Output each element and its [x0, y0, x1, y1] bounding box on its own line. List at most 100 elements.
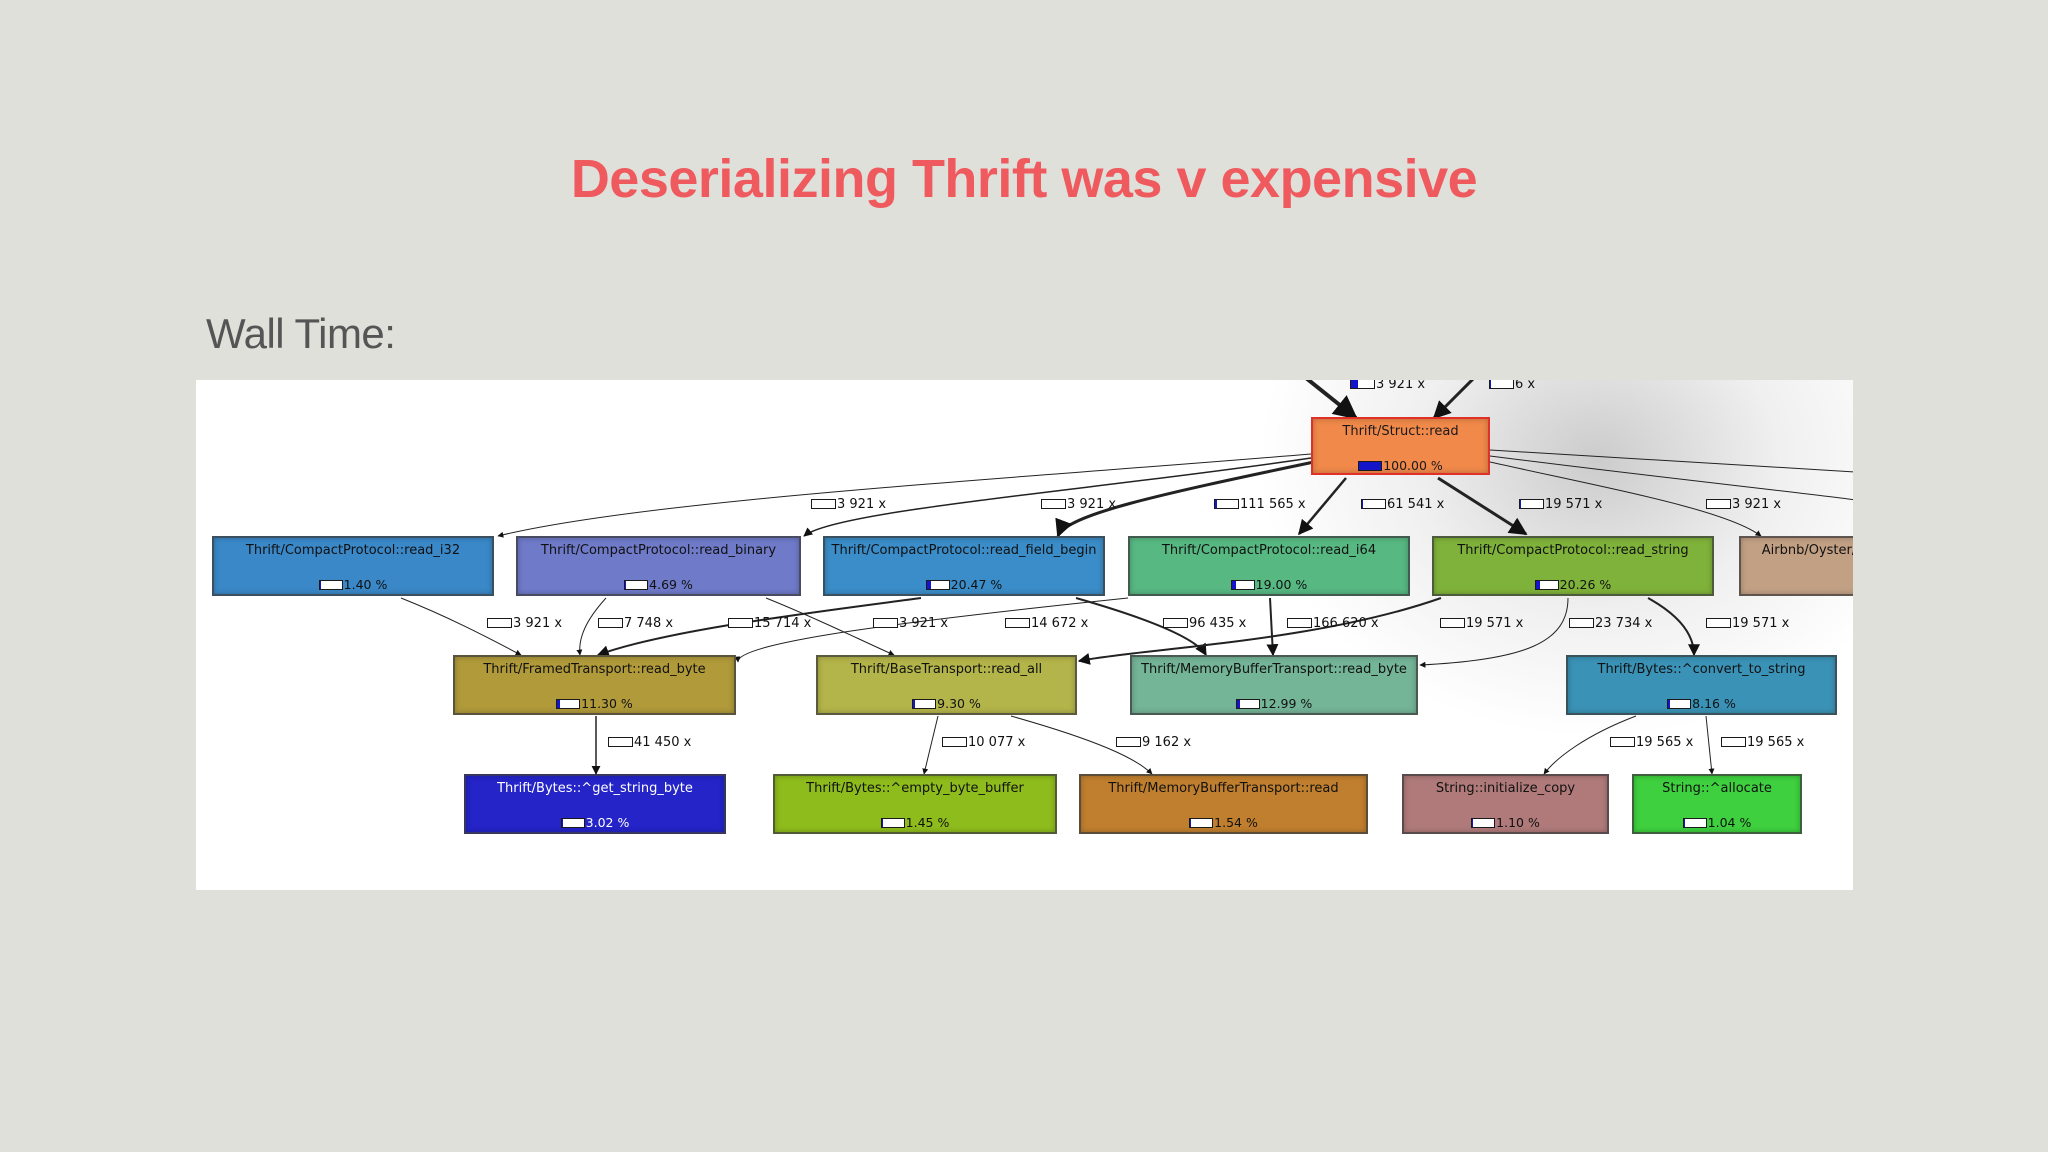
ratio-bar — [811, 498, 836, 509]
node-percent-value: 1.10 % — [1496, 815, 1540, 830]
edge-call-count: 3 921 x — [873, 616, 948, 631]
node-percent-value: 8.16 % — [1692, 696, 1736, 711]
edge-call-count: 61 541 x — [1361, 497, 1444, 512]
edge-call-count-value: 19 571 x — [1732, 616, 1790, 631]
edge-call-count-value: 111 565 x — [1240, 497, 1306, 512]
graph-node-oyster[interactable]: Airbnb/Oyster/ — [1739, 536, 1853, 596]
edge-call-count-value: 19 565 x — [1636, 735, 1694, 750]
node-name: Thrift/Bytes::^get_string_byte — [497, 781, 693, 796]
ratio-bar — [880, 817, 905, 828]
node-percent-value: 11.30 % — [581, 696, 633, 711]
edge-call-count: 19 571 x — [1440, 616, 1523, 631]
node-percent-value: 1.54 % — [1214, 815, 1258, 830]
edge-i64-framed — [734, 597, 1129, 663]
node-percent-value: 100.00 % — [1383, 458, 1443, 473]
edge-string-convert — [1647, 597, 1700, 657]
node-percent: 1.54 % — [1081, 815, 1366, 830]
edge-call-count: 41 450 x — [608, 735, 691, 750]
node-percent-value: 9.30 % — [937, 696, 981, 711]
edge-baseall-memread — [1010, 715, 1153, 775]
node-percent-value: 4.69 % — [649, 577, 693, 592]
node-percent: 8.16 % — [1568, 696, 1835, 711]
ratio-bar — [925, 579, 950, 590]
node-name: String::initialize_copy — [1435, 781, 1576, 796]
node-percent: 3.02 % — [466, 815, 724, 830]
edge-call-count: 3 921 x — [1041, 497, 1116, 512]
ratio-bar — [942, 736, 967, 747]
node-name: Thrift/Struct::read — [1342, 424, 1459, 439]
edge-call-count: 3 921 x — [487, 616, 562, 631]
node-percent-value: 20.47 % — [950, 577, 1003, 592]
ratio-bar — [1230, 579, 1255, 590]
node-name: Thrift/MemoryBufferTransport::read — [1108, 781, 1339, 796]
edge-in-2 — [1432, 380, 1475, 420]
edge-call-count: 9 162 x — [1116, 735, 1191, 750]
node-percent: 12.99 % — [1132, 696, 1416, 711]
edge-string-membyte — [1419, 597, 1569, 668]
ratio-bar — [1214, 498, 1239, 509]
edge-convert-initcopy — [1543, 715, 1637, 775]
edge-call-count-value: 7 748 x — [624, 616, 674, 631]
node-percent: 100.00 % — [1313, 458, 1488, 473]
node-percent-value: 19.00 % — [1255, 577, 1308, 592]
node-percent-value: 3.02 % — [585, 815, 630, 830]
node-name: Thrift/CompactProtocol::read_i64 — [1161, 543, 1377, 558]
ratio-bar — [912, 698, 937, 709]
edge-call-count-value: 3 921 x — [837, 497, 887, 512]
node-name: Thrift/FramedTransport::read_byte — [483, 662, 706, 677]
ratio-bar — [1519, 498, 1544, 509]
edge-call-count: 15 714 x — [728, 616, 811, 631]
node-percent: 1.04 % — [1634, 815, 1800, 830]
node-percent-value: 1.40 % — [343, 577, 388, 592]
edge-call-count: 19 565 x — [1721, 735, 1804, 750]
edge-call-count-value: 19 571 x — [1545, 497, 1603, 512]
edge-call-count: 96 435 x — [1163, 616, 1246, 631]
edge-call-count-value: 3 921 x — [513, 616, 563, 631]
edge-call-count: 14 672 x — [1005, 616, 1088, 631]
edge-struct-oyster — [1489, 461, 1762, 537]
ratio-bar — [1350, 380, 1375, 389]
ratio-bar — [560, 817, 585, 828]
edge-call-count: 166 620 x — [1287, 616, 1379, 631]
edge-call-count: 23 734 x — [1569, 616, 1652, 631]
node-percent: 4.69 % — [518, 577, 799, 592]
slide-title: Deserializing Thrift was v expensive — [570, 149, 1478, 209]
node-percent: 1.45 % — [775, 815, 1055, 830]
edge-call-count: 19 571 x — [1519, 497, 1602, 512]
ratio-bar — [487, 617, 512, 628]
node-percent: 1.40 % — [214, 577, 492, 592]
edge-struct-right1 — [1489, 449, 1853, 473]
node-name: Thrift/MemoryBufferTransport::read_byte — [1141, 662, 1407, 677]
ratio-bar — [1682, 817, 1707, 828]
ratio-bar — [1361, 498, 1386, 509]
edge-call-count-value: 166 620 x — [1313, 616, 1379, 631]
ratio-bar — [1287, 617, 1312, 628]
node-percent: 20.47 % — [825, 577, 1103, 592]
edge-call-count-value: 3 921 x — [1067, 497, 1117, 512]
ratio-bar — [1189, 817, 1214, 828]
ratio-bar — [873, 617, 898, 628]
edge-call-count-value: 3 921 x — [899, 616, 949, 631]
edge-call-count: 19 571 x — [1706, 616, 1789, 631]
edge-binary-baseall — [765, 597, 895, 656]
graph-node-read-field-begin[interactable]: Thrift/CompactProtocol::read_field_begin… — [823, 536, 1105, 596]
node-percent: 9.30 % — [818, 696, 1075, 711]
node-percent: 11.30 % — [455, 696, 734, 711]
ratio-bar — [1471, 817, 1496, 828]
edge-struct-right2 — [1489, 455, 1853, 501]
node-name: Thrift/BaseTransport::read_all — [850, 662, 1043, 677]
